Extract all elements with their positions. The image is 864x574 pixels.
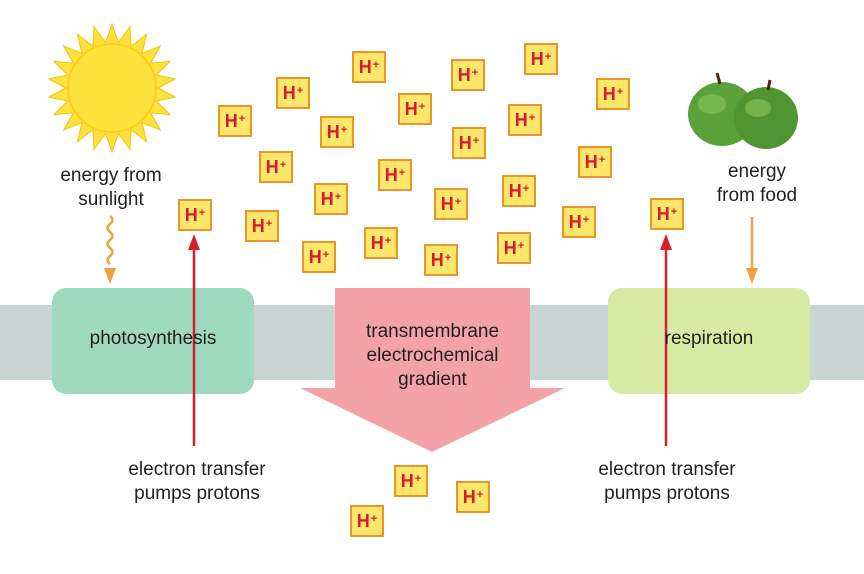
proton-h-plus: H+ [314, 183, 348, 215]
proton-h-plus: H+ [434, 188, 468, 220]
proton-charge: + [454, 196, 462, 208]
proton-symbol: H [514, 109, 528, 130]
proton-h-plus: H+ [394, 465, 428, 497]
proton-charge: + [238, 113, 246, 125]
proton-h-plus: H+ [352, 51, 386, 83]
proton-charge: + [598, 154, 606, 166]
proton-symbol: H [457, 64, 471, 85]
proton-charge: + [398, 167, 406, 179]
proton-symbol: H [358, 56, 372, 77]
proton-symbol: H [404, 98, 418, 119]
proton-h-plus: H+ [378, 159, 412, 191]
proton-charge: + [372, 59, 380, 71]
proton-h-plus: H+ [245, 210, 279, 242]
proton-h-plus: H+ [276, 77, 310, 109]
proton-symbol: H [568, 211, 582, 232]
proton-symbol: H [184, 204, 198, 225]
proton-symbol: H [458, 132, 472, 153]
proton-h-plus: H+ [364, 227, 398, 259]
sun-icon [47, 22, 177, 154]
proton-charge: + [340, 124, 348, 136]
proton-symbol: H [503, 237, 517, 258]
proton-charge: + [472, 135, 480, 147]
proton-symbol: H [370, 232, 384, 253]
proton-symbol: H [224, 110, 238, 131]
energy-from-food-label: energy from food [716, 161, 798, 206]
proton-h-plus: H+ [424, 244, 458, 276]
proton-h-plus: H+ [451, 59, 485, 91]
proton-charge: + [334, 191, 342, 203]
proton-symbol: H [508, 180, 522, 201]
proton-symbol: H [251, 215, 265, 236]
proton-symbol: H [384, 164, 398, 185]
proton-charge: + [528, 112, 536, 124]
proton-symbol: H [656, 203, 670, 224]
proton-charge: + [670, 206, 678, 218]
electron-transfer-right-label: electron transfer pumps protons [598, 459, 736, 504]
proton-charge: + [418, 101, 426, 113]
proton-charge: + [582, 214, 590, 226]
photosynthesis-box [52, 288, 254, 394]
proton-charge: + [471, 67, 479, 79]
electron-transfer-left-label: electron transfer pumps protons [128, 459, 266, 504]
proton-h-plus: H+ [456, 481, 490, 513]
respiration-box [608, 288, 810, 394]
proton-symbol: H [326, 121, 340, 142]
proton-h-plus: H+ [596, 78, 630, 110]
gradient-arrow [300, 288, 565, 452]
proton-charge: + [384, 235, 392, 247]
proton-h-plus: H+ [508, 104, 542, 136]
energy-from-sunlight-label: energy from sunlight [60, 165, 162, 210]
proton-charge: + [414, 473, 422, 485]
proton-symbol: H [356, 510, 370, 531]
proton-symbol: H [462, 486, 476, 507]
proton-h-plus: H+ [562, 206, 596, 238]
proton-h-plus: H+ [650, 198, 684, 230]
proton-symbol: H [602, 83, 616, 104]
proton-h-plus: H+ [259, 151, 293, 183]
proton-charge: + [279, 159, 287, 171]
proton-h-plus: H+ [350, 505, 384, 537]
wavy-energy-arrow [104, 215, 116, 284]
proton-h-plus: H+ [320, 116, 354, 148]
proton-charge: + [522, 183, 530, 195]
gradient-label: transmembrane electrochemical gradient [365, 321, 500, 390]
proton-pump-arrow-left [188, 234, 200, 446]
proton-symbol: H [320, 188, 334, 209]
proton-h-plus: H+ [302, 241, 336, 273]
apple-icon [688, 72, 798, 149]
proton-charge: + [296, 85, 304, 97]
proton-charge: + [265, 218, 273, 230]
proton-h-plus: H+ [524, 43, 558, 75]
respiration-label: respiration [664, 328, 754, 349]
proton-symbol: H [400, 470, 414, 491]
proton-charge: + [517, 240, 525, 252]
proton-h-plus: H+ [578, 146, 612, 178]
proton-charge: + [322, 249, 330, 261]
proton-charge: + [544, 51, 552, 63]
proton-h-plus: H+ [452, 127, 486, 159]
proton-symbol: H [440, 193, 454, 214]
proton-charge: + [616, 86, 624, 98]
proton-charge: + [444, 252, 452, 264]
proton-symbol: H [430, 249, 444, 270]
proton-h-plus: H+ [398, 93, 432, 125]
proton-symbol: H [282, 82, 296, 103]
proton-symbol: H [584, 151, 598, 172]
proton-symbol: H [265, 156, 279, 177]
proton-h-plus: H+ [178, 199, 212, 231]
proton-h-plus: H+ [497, 232, 531, 264]
proton-h-plus: H+ [218, 105, 252, 137]
proton-symbol: H [308, 246, 322, 267]
photosynthesis-label: photosynthesis [89, 328, 217, 349]
proton-charge: + [476, 489, 484, 501]
proton-h-plus: H+ [502, 175, 536, 207]
proton-symbol: H [530, 48, 544, 69]
proton-charge: + [370, 513, 378, 525]
proton-charge: + [198, 207, 206, 219]
food-energy-arrow [746, 217, 758, 284]
proton-pump-arrow-right [660, 234, 672, 446]
